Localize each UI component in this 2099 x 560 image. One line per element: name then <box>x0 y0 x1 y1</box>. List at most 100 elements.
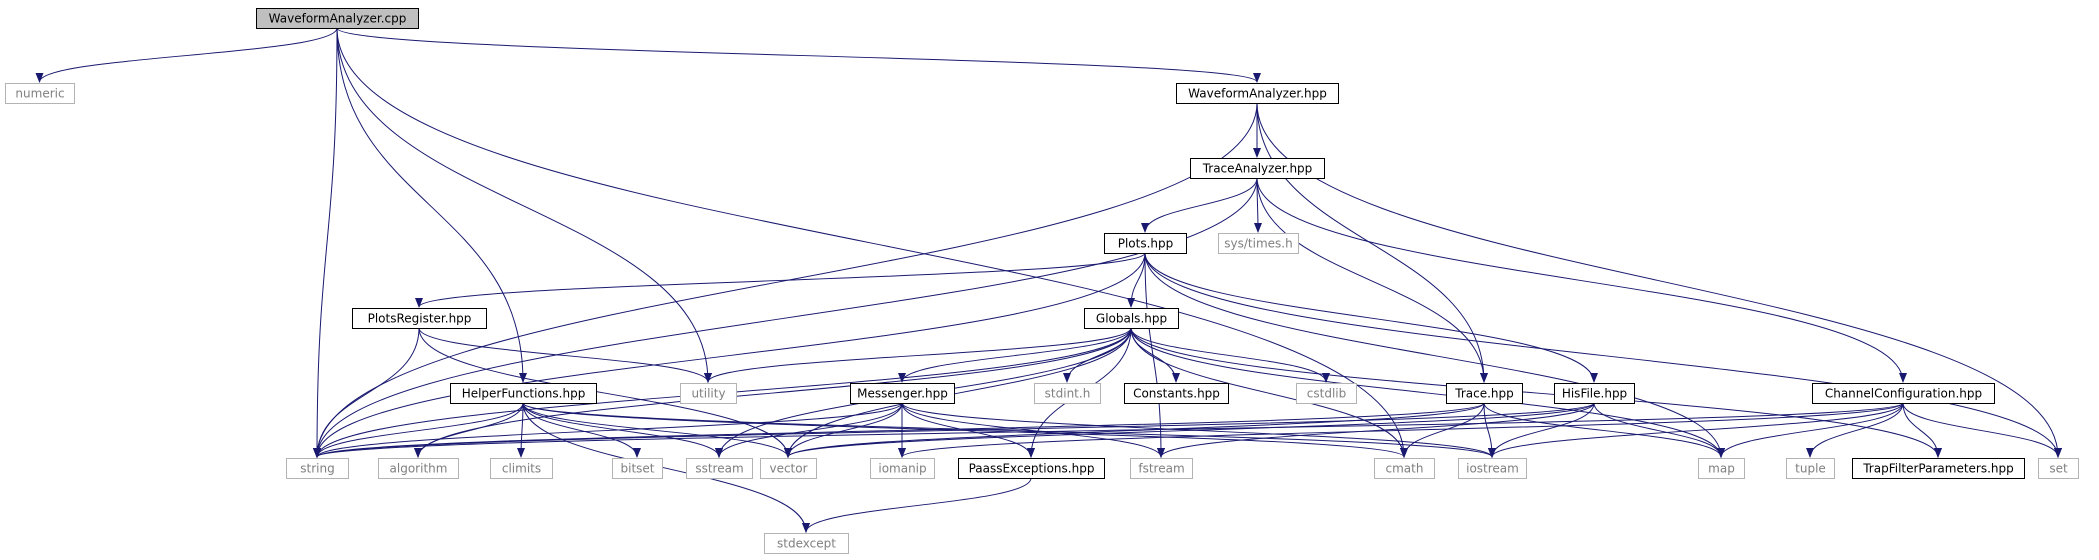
node-messenger-hpp[interactable]: Messenger.hpp <box>850 383 955 404</box>
node-box <box>764 533 849 554</box>
edge-traceanalyzer-hpp-to-channelconfiguration-hpp <box>1256 177 1907 383</box>
node-channelconfiguration-hpp[interactable]: ChannelConfiguration.hpp <box>1812 383 1995 404</box>
node-hisfile-hpp[interactable]: HisFile.hpp <box>1554 383 1635 404</box>
node-sys-times-h: sys/times.h <box>1218 233 1299 254</box>
node-plots-hpp[interactable]: Plots.hpp <box>1104 233 1187 254</box>
node-stdint-h: stdint.h <box>1034 383 1101 404</box>
node-numeric: numeric <box>5 83 75 104</box>
node-box <box>1812 383 1995 404</box>
node-box <box>1446 383 1523 404</box>
edge-helperfunctions-hpp-to-algorithm <box>414 402 524 458</box>
node-plotsregister-hpp[interactable]: PlotsRegister.hpp <box>352 308 487 329</box>
edge-plots-hpp-to-plotsregister-hpp <box>415 252 1146 308</box>
node-label: bitset <box>621 462 655 476</box>
node-fstream: fstream <box>1130 458 1193 479</box>
node-label: stdint.h <box>1045 387 1091 401</box>
node-helperfunctions-hpp[interactable]: HelperFunctions.hpp <box>450 383 597 404</box>
edge-plotsregister-hpp-to-utility <box>418 327 712 383</box>
edge-messenger-hpp-to-vector <box>784 402 903 458</box>
node-label: vector <box>769 462 807 476</box>
node-waveformanalyzer-hpp[interactable]: WaveformAnalyzer.hpp <box>1176 83 1339 104</box>
node-label: stdexcept <box>777 537 836 551</box>
edge-helperfunctions-hpp-to-vector <box>522 402 792 458</box>
node-label: WaveformAnalyzer.cpp <box>269 12 407 26</box>
node-box <box>450 383 597 404</box>
edge-traceanalyzer-hpp-to-string <box>313 177 1258 458</box>
node-traceanalyzer-hpp[interactable]: TraceAnalyzer.hpp <box>1190 158 1325 179</box>
node-iostream: iostream <box>1458 458 1527 479</box>
edge-plots-hpp-to-string <box>313 252 1146 458</box>
node-label: PaassExceptions.hpp <box>969 462 1095 476</box>
node-label: HisFile.hpp <box>1562 387 1627 401</box>
node-trapfilterparameters-hpp[interactable]: TrapFilterParameters.hpp <box>1852 458 2025 479</box>
node-box <box>1124 383 1229 404</box>
edge-hisfile-hpp-to-vector <box>784 402 1595 458</box>
edge-trace-hpp-to-map <box>1483 402 1725 458</box>
node-label: Globals.hpp <box>1096 312 1167 326</box>
edge-traceanalyzer-hpp-to-plots-hpp <box>1141 177 1258 233</box>
node-label: ChannelConfiguration.hpp <box>1825 387 1982 401</box>
node-box <box>1374 458 1435 479</box>
node-box <box>1698 458 1745 479</box>
node-box <box>1176 83 1339 104</box>
edge-paassexceptions-hpp-to-stdexcept <box>802 477 1032 533</box>
edge-waveformanalyzer-cpp-to-cmath <box>336 27 1408 458</box>
edges-layer <box>35 27 2062 533</box>
edge-helperfunctions-hpp-to-bitset <box>522 402 641 458</box>
node-waveformanalyzer-cpp[interactable]: WaveformAnalyzer.cpp <box>256 8 419 29</box>
node-box <box>760 458 817 479</box>
node-label: set <box>2049 462 2068 476</box>
node-map: map <box>1698 458 1745 479</box>
node-box <box>352 308 487 329</box>
node-label: TraceAnalyzer.hpp <box>1202 162 1313 176</box>
node-cstdlib: cstdlib <box>1296 383 1357 404</box>
edge-waveformanalyzer-hpp-to-trace-hpp <box>1256 102 1488 383</box>
edge-channelconfiguration-hpp-to-trapfilterparameters-hpp <box>1902 402 1942 458</box>
node-label: PlotsRegister.hpp <box>368 312 472 326</box>
edge-globals-hpp-to-cmath <box>1130 327 1408 458</box>
node-label: Plots.hpp <box>1118 237 1174 251</box>
edge-hisfile-hpp-to-string <box>313 402 1595 458</box>
node-label: string <box>300 462 334 476</box>
node-label: iomanip <box>878 462 926 476</box>
edge-globals-hpp-to-cstdlib <box>1130 327 1330 383</box>
edge-helperfunctions-hpp-to-iostream <box>522 402 1496 458</box>
edge-channelconfiguration-hpp-to-iomanip <box>898 402 1904 458</box>
node-box <box>1296 383 1357 404</box>
edge-helperfunctions-hpp-to-stdexcept <box>522 402 810 533</box>
node-stdexcept: stdexcept <box>764 533 849 554</box>
node-box <box>1852 458 2025 479</box>
edge-messenger-hpp-to-string <box>313 402 903 458</box>
edge-trace-hpp-to-iostream <box>1483 402 1496 458</box>
node-label: fstream <box>1138 462 1184 476</box>
node-box <box>1190 158 1325 179</box>
node-cmath: cmath <box>1374 458 1435 479</box>
node-box <box>286 458 349 479</box>
node-label: WaveformAnalyzer.hpp <box>1188 87 1327 101</box>
node-box <box>1104 233 1187 254</box>
edge-channelconfiguration-hpp-to-map <box>1717 402 1904 458</box>
edge-globals-hpp-to-utility <box>704 327 1132 383</box>
edge-helperfunctions-hpp-to-sstream <box>522 402 723 458</box>
node-label: HelperFunctions.hpp <box>462 387 586 401</box>
node-box <box>850 383 955 404</box>
node-label: tuple <box>1795 462 1826 476</box>
edge-waveformanalyzer-cpp-to-utility <box>336 27 712 383</box>
node-trace-hpp[interactable]: Trace.hpp <box>1446 383 1523 404</box>
node-tuple: tuple <box>1786 458 1835 479</box>
node-box <box>256 8 419 29</box>
node-paassexceptions-hpp[interactable]: PaassExceptions.hpp <box>958 458 1105 479</box>
edge-globals-hpp-to-trapfilterparameters-hpp <box>1130 327 1942 458</box>
edge-waveformanalyzer-cpp-to-numeric <box>35 27 338 83</box>
node-label: iostream <box>1466 462 1519 476</box>
node-constants-hpp[interactable]: Constants.hpp <box>1124 383 1229 404</box>
node-label: Trace.hpp <box>1454 387 1514 401</box>
node-algorithm: algorithm <box>378 458 459 479</box>
node-globals-hpp[interactable]: Globals.hpp <box>1084 308 1179 329</box>
node-box <box>490 458 553 479</box>
node-box <box>1130 458 1193 479</box>
edge-channelconfiguration-hpp-to-string <box>313 402 1904 458</box>
node-label: sstream <box>695 462 743 476</box>
node-box <box>612 458 663 479</box>
node-climits: climits <box>490 458 553 479</box>
